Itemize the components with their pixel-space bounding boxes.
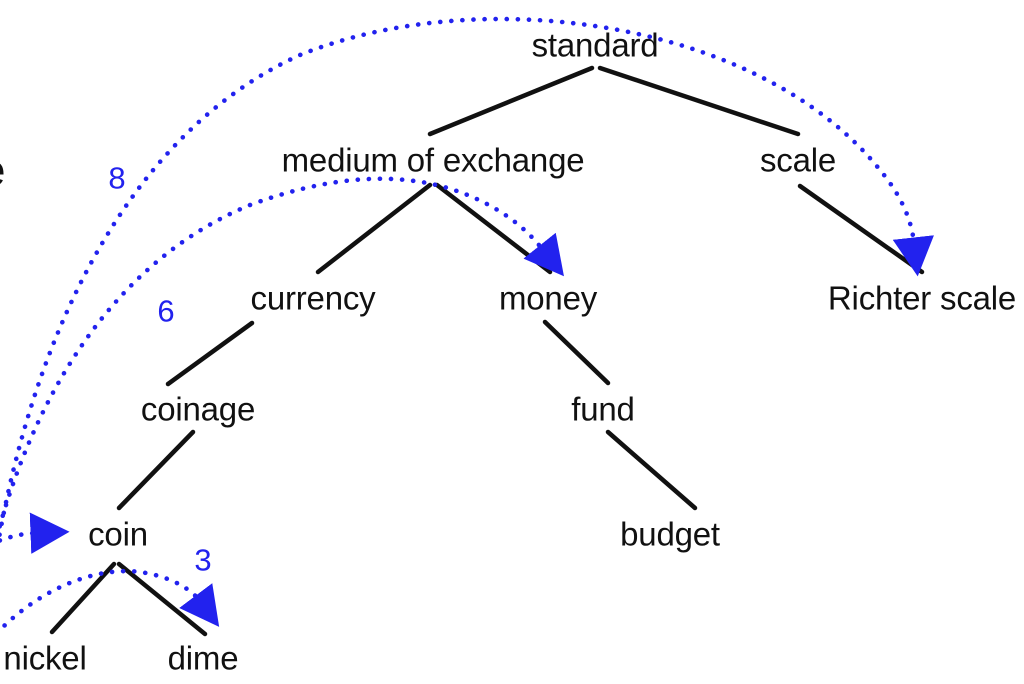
node-fund[interactable]: fund bbox=[571, 390, 635, 428]
node-standard[interactable]: standard bbox=[531, 26, 659, 64]
tree-edge-coin-dime bbox=[116, 561, 208, 637]
tree-edges bbox=[49, 65, 925, 637]
relation-arc-coin bbox=[0, 512, 70, 554]
tree-edge-coinage-coin bbox=[116, 429, 196, 511]
tree-edge-money-fund bbox=[542, 319, 611, 386]
relation-arc-8 bbox=[0, 16, 934, 546]
node-currency[interactable]: currency bbox=[250, 279, 376, 317]
node-budget[interactable]: budget bbox=[620, 515, 720, 553]
relation-arcs bbox=[0, 16, 934, 634]
node-dime[interactable]: dime bbox=[167, 639, 239, 677]
relation-weight-6: 6 bbox=[157, 293, 175, 329]
node-scale[interactable]: scale bbox=[759, 141, 837, 179]
node-medium-of-exchange[interactable]: medium of exchange bbox=[281, 141, 585, 179]
relation-arc-6 bbox=[0, 176, 564, 534]
tree-edge-standard-medium bbox=[427, 65, 595, 137]
tree-edge-scale-richter bbox=[797, 183, 925, 275]
node-coinage[interactable]: coinage bbox=[140, 390, 256, 428]
node-coin[interactable]: coin bbox=[88, 515, 148, 553]
node-money[interactable]: money bbox=[498, 279, 598, 317]
tree-edge-medium-money bbox=[434, 182, 553, 275]
clipped-left-glyph: e bbox=[0, 146, 5, 196]
tree-edge-coin-nickel bbox=[49, 561, 117, 635]
tree-edge-currency-coinage bbox=[165, 320, 255, 387]
tree-edge-fund-budget bbox=[605, 429, 698, 511]
node-nickel[interactable]: nickel bbox=[3, 639, 87, 677]
tree-edge-standard-scale bbox=[597, 65, 801, 137]
node-richter-scale[interactable]: Richter scale bbox=[827, 279, 1017, 317]
relation-weight-3: 3 bbox=[194, 542, 212, 578]
relation-weight-8: 8 bbox=[108, 160, 126, 196]
tree-edge-medium-currency bbox=[315, 182, 433, 275]
relation-arc-3 bbox=[0, 568, 220, 634]
